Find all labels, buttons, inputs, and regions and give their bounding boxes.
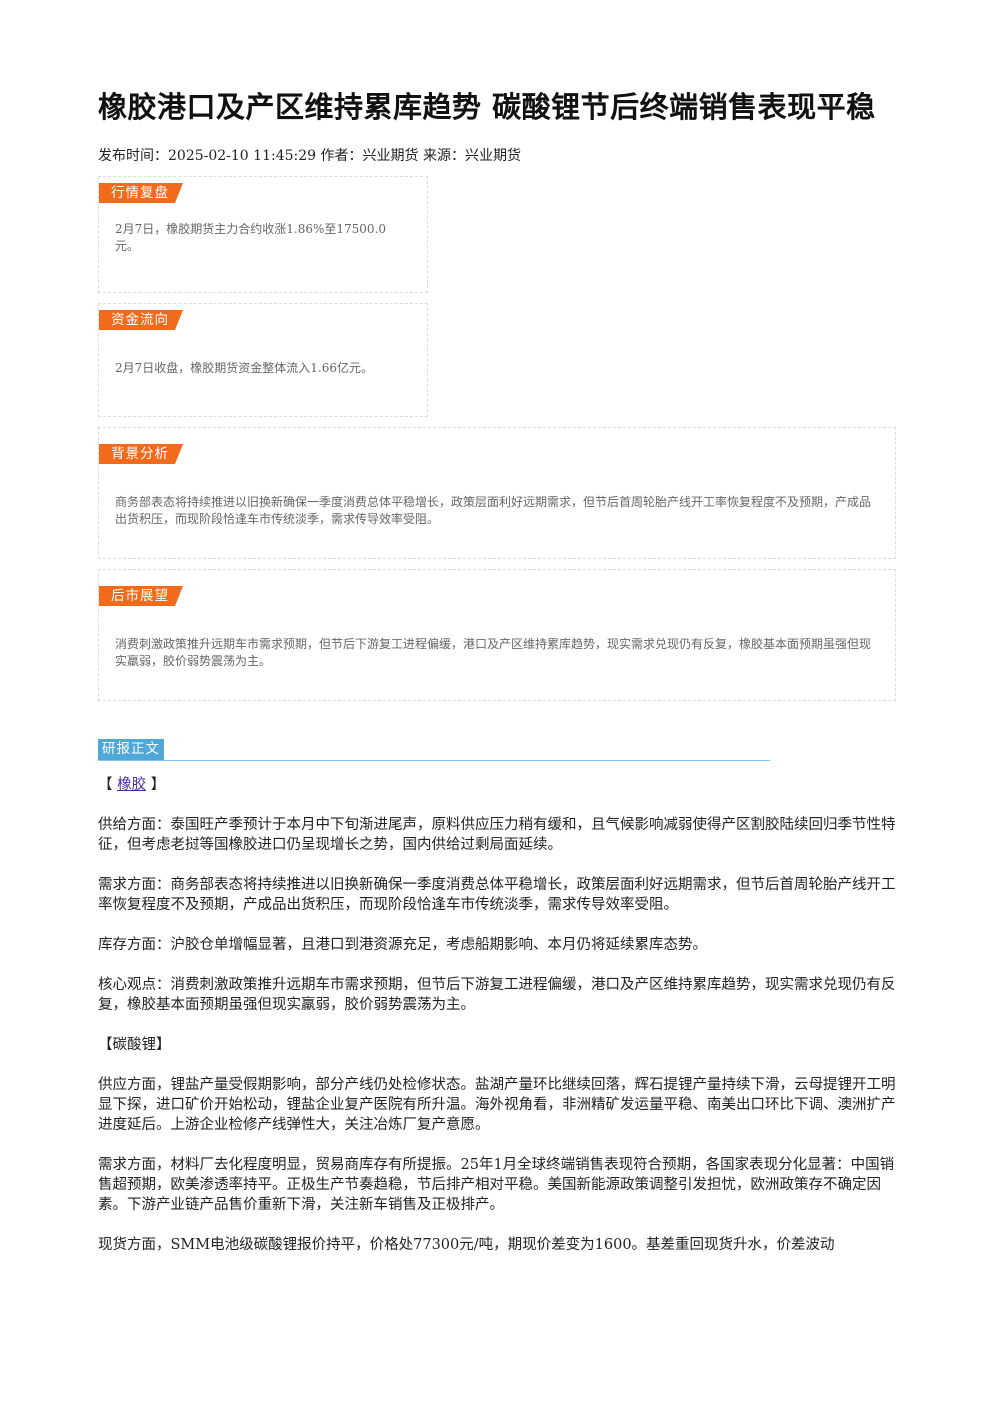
- market-review-text: 2月7日，橡胶期货主力合约收涨1.86%至17500.0元。: [115, 222, 387, 253]
- article-title: 橡胶港口及产区维持累库趋势 碳酸锂节后终端销售表现平稳: [98, 90, 876, 124]
- lithium-spot-para: 现货方面，SMM电池级碳酸锂报价持平，价格处77300元/吨，期现价差变为160…: [98, 1237, 835, 1253]
- market-review-tag: 行情复盘: [99, 183, 183, 203]
- article-page: 橡胶港口及产区维持累库趋势 碳酸锂节后终端销售表现平稳 发布时间：2025-02…: [98, 88, 896, 1255]
- outlook-tag: 后市展望: [99, 586, 183, 606]
- background-analysis-text: 商务部表态将持续推进以旧换新确保一季度消费总体平稳增长，政策层面利好远期需求，但…: [115, 495, 872, 526]
- fund-flow-box: 资金流向 2月7日收盘，橡胶期货资金整体流入1.66亿元。: [98, 303, 428, 417]
- rubber-link[interactable]: 橡胶: [117, 777, 147, 793]
- report-section-header: 研报正文: [98, 739, 770, 761]
- report-body: 【 橡胶 】 供给方面：泰国旺产季预计于本月中下旬渐进尾声，原料供应压力稍有缓和…: [98, 775, 896, 1255]
- rubber-supply-para: 供给方面：泰国旺产季预计于本月中下旬渐进尾声，原料供应压力稍有缓和，且气候影响减…: [98, 817, 896, 853]
- background-analysis-tag: 背景分析: [99, 444, 183, 464]
- source: 兴业期货: [464, 148, 521, 164]
- outlook-box: 后市展望 消费刺激政策推升远期车市需求预期，但节后下游复工进程偏缓，港口及产区维…: [98, 569, 896, 701]
- article-meta: 发布时间：2025-02-10 11:45:29 作者：兴业期货 来源：兴业期货: [98, 146, 896, 166]
- source-label: 来源：: [418, 148, 465, 164]
- rubber-inventory-para: 库存方面：沪胶仓单增幅显著，且港口到港资源充足，考虑船期影响、本月仍将延续累库态…: [98, 937, 707, 953]
- publish-time: 2025-02-10 11:45:29: [168, 148, 317, 164]
- author: 兴业期货: [362, 148, 419, 164]
- rubber-core-view-para: 核心观点：消费刺激政策推升远期车市需求预期，但节后下游复工进程偏缓，港口及产区维…: [98, 977, 896, 1013]
- fund-flow-tag: 资金流向: [99, 310, 183, 330]
- rubber-heading: 【 橡胶 】: [98, 775, 896, 795]
- report-section-tag: 研报正文: [98, 739, 164, 760]
- lithium-demand-para: 需求方面，材料厂去化程度明显，贸易商库存有所提振。25年1月全球终端销售表现符合…: [98, 1157, 895, 1213]
- background-analysis-box: 背景分析 商务部表态将持续推进以旧换新确保一季度消费总体平稳增长，政策层面利好远…: [98, 427, 896, 559]
- outlook-text: 消费刺激政策推升远期车市需求预期，但节后下游复工进程偏缓，港口及产区维持累库趋势…: [115, 637, 872, 668]
- fund-flow-text: 2月7日收盘，橡胶期货资金整体流入1.66亿元。: [115, 361, 373, 375]
- bracket-open: 【: [98, 777, 118, 793]
- lithium-supply-para: 供应方面，锂盐产量受假期影响，部分产线仍处检修状态。盐湖产量环比继续回落，辉石提…: [98, 1077, 896, 1133]
- rubber-demand-para: 需求方面：商务部表态将持续推进以旧换新确保一季度消费总体平稳增长，政策层面利好远…: [98, 877, 896, 913]
- bracket-close: 】: [146, 777, 166, 793]
- author-label: 作者：: [316, 148, 363, 164]
- market-review-box: 行情复盘 2月7日，橡胶期货主力合约收涨1.86%至17500.0元。: [98, 176, 428, 293]
- publish-label: 发布时间：: [98, 148, 168, 164]
- lithium-heading: 【碳酸锂】: [98, 1037, 171, 1053]
